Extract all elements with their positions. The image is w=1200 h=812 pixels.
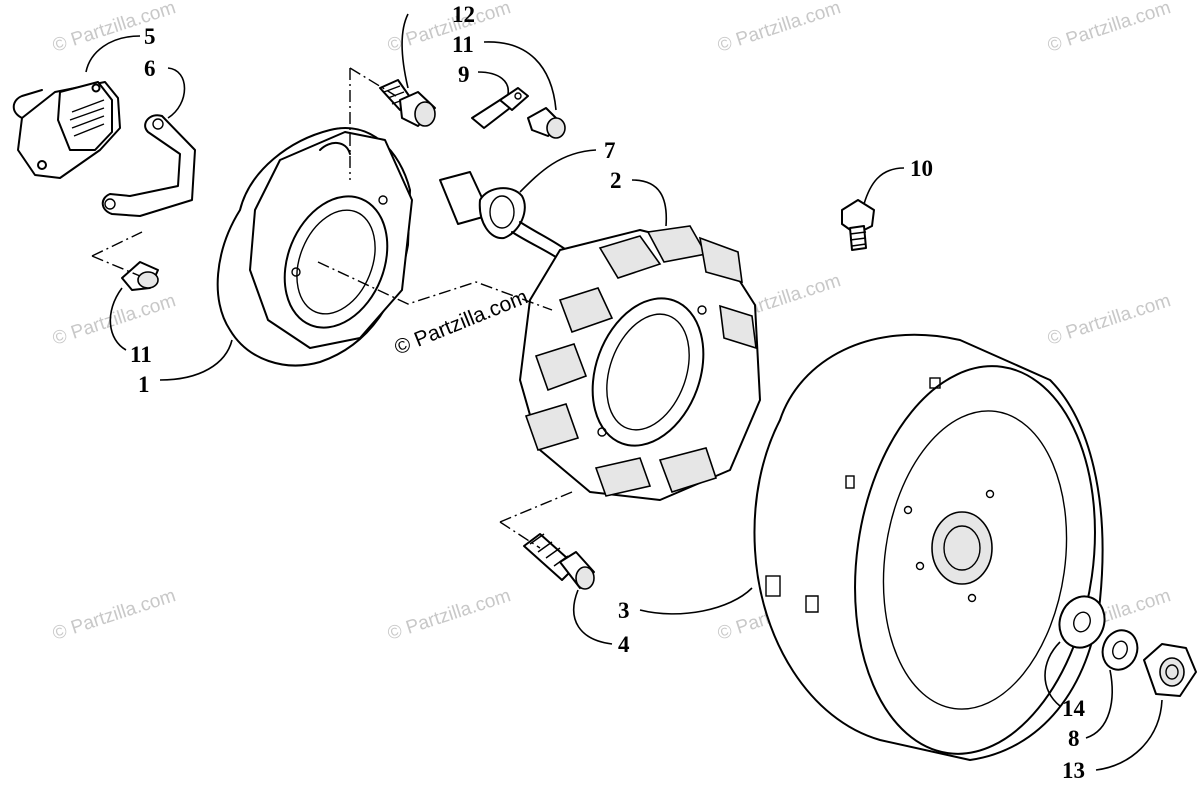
callout-10: 10 xyxy=(910,156,933,181)
cap-screw-part-12[interactable] xyxy=(379,79,436,127)
watermark: © Partzilla.com xyxy=(1045,0,1173,57)
bolt-part-10[interactable] xyxy=(841,199,875,251)
callout-1: 1 xyxy=(138,372,150,397)
callout-14: 14 xyxy=(1062,696,1086,721)
callout-2: 2 xyxy=(610,168,622,193)
regulator-part-5[interactable] xyxy=(12,81,121,179)
callout-9: 9 xyxy=(458,62,470,87)
watermark: © Partzilla.com xyxy=(50,585,178,645)
bracket-part-6[interactable] xyxy=(101,114,196,217)
watermark-center: © Partzilla.com xyxy=(391,285,531,359)
flywheel-part-3[interactable] xyxy=(753,333,1119,770)
stator-part-2[interactable] xyxy=(519,225,761,501)
callout-7: 7 xyxy=(604,138,616,163)
callout-numbers: 5 6 12 11 9 7 2 10 11 1 3 4 14 8 13 xyxy=(130,2,1086,783)
watermark: © Partzilla.com xyxy=(385,585,513,645)
callout-11-lower: 11 xyxy=(130,342,152,367)
screw-part-11-upper[interactable] xyxy=(527,107,566,139)
leader-lines xyxy=(85,13,1163,771)
callout-4: 4 xyxy=(618,632,630,657)
callout-5: 5 xyxy=(144,24,156,49)
callout-13: 13 xyxy=(1062,758,1085,783)
watermark: © Partzilla.com xyxy=(50,290,178,350)
watermark: © Partzilla.com xyxy=(50,0,178,57)
base-plate-part-1[interactable] xyxy=(216,127,413,367)
lock-washer-part-8[interactable] xyxy=(1097,625,1143,674)
assembly-centerlines xyxy=(91,67,573,549)
watermark: © Partzilla.com xyxy=(1045,290,1173,350)
callout-6: 6 xyxy=(144,56,156,81)
washer-part-14[interactable] xyxy=(1052,590,1111,654)
callout-11-upper: 11 xyxy=(452,32,474,57)
screw-part-4[interactable] xyxy=(523,533,595,590)
watermark: © Partzilla.com xyxy=(715,0,843,57)
clip-part-9[interactable] xyxy=(471,87,529,129)
callout-12: 12 xyxy=(452,2,475,27)
callout-3: 3 xyxy=(618,598,630,623)
watermark: © Partzilla.com xyxy=(385,0,513,57)
callout-8: 8 xyxy=(1068,726,1080,751)
stator-poles xyxy=(524,225,757,497)
nut-part-13[interactable] xyxy=(1143,643,1197,697)
